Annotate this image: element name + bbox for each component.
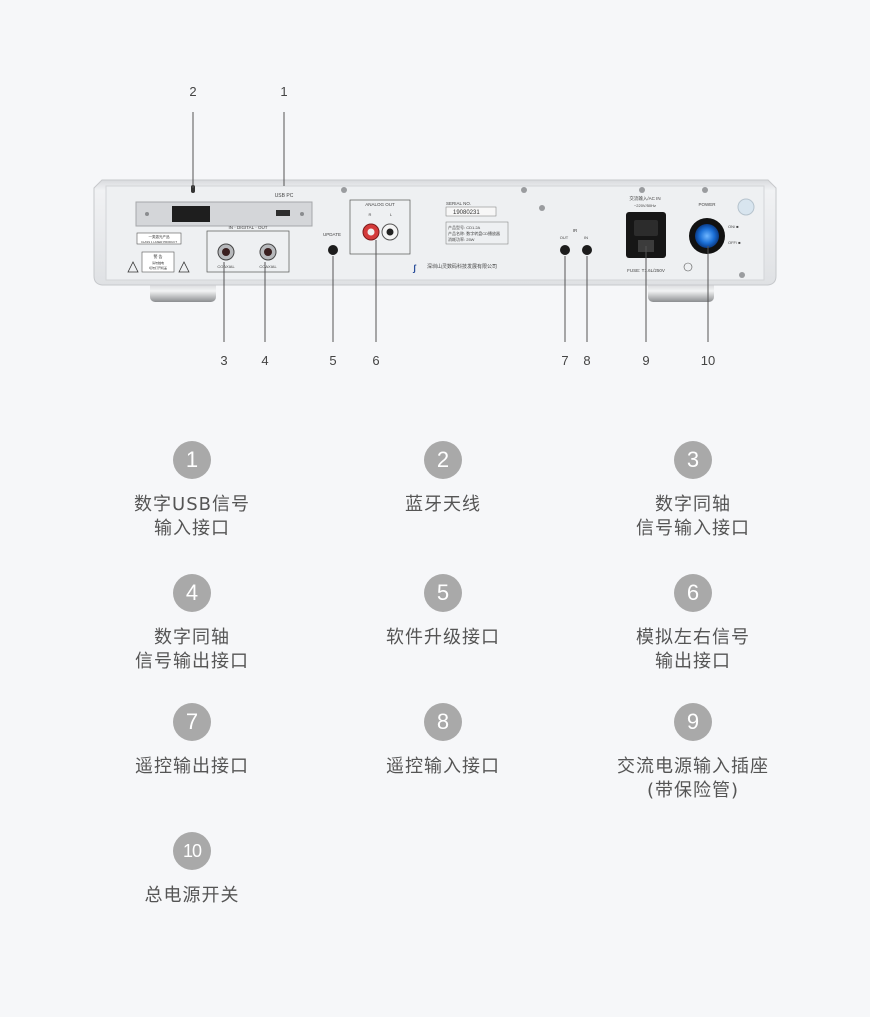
- svg-text:OUT: OUT: [560, 235, 569, 240]
- analog-out-box: [349, 199, 411, 255]
- svg-text:COAXIAL: COAXIAL: [217, 264, 235, 269]
- rear-panel-illustration: USB PC 一类激光产品 CLASS 1 LASER PRODUCT 警 告 …: [0, 0, 870, 400]
- svg-text:ANALOG OUT: ANALOG OUT: [365, 202, 395, 207]
- legend-label: 交流电源输入插座 (带保险管): [617, 756, 769, 801]
- svg-text:POWER: POWER: [698, 202, 716, 207]
- svg-text:请勿触电: 请勿触电: [152, 260, 164, 265]
- legend-label: 模拟左右信号 输出接口: [636, 627, 750, 672]
- svg-text:IN: IN: [584, 235, 588, 240]
- callout-5: 5: [329, 353, 336, 368]
- number-badge: 10: [173, 832, 211, 870]
- number-badge: 7: [173, 703, 211, 741]
- legend-item-10: 10 总电源开关: [67, 832, 317, 908]
- legend-item-6: 6 模拟左右信号 输出接口: [568, 574, 818, 674]
- svg-text:SERIAL NO.: SERIAL NO.: [446, 201, 471, 206]
- svg-text:IN · DIGITAL · OUT: IN · DIGITAL · OUT: [229, 225, 268, 230]
- callout-8: 8: [583, 353, 590, 368]
- number-badge: 1: [173, 441, 211, 479]
- number-badge: 2: [424, 441, 462, 479]
- svg-text:切勿打开机盖: 切勿打开机盖: [149, 265, 167, 270]
- warning-triangle-icon-left: [127, 261, 139, 273]
- legend-label: 软件升级接口: [386, 627, 500, 648]
- digital-io-box: [206, 230, 290, 273]
- warning-triangle-icon-right: [178, 261, 190, 273]
- certification-mark-icon: [683, 262, 693, 272]
- callout-4: 4: [261, 353, 268, 368]
- ir-in-jack: [582, 245, 592, 255]
- number-badge: 9: [674, 703, 712, 741]
- legend-label: 数字同轴 信号输入接口: [636, 494, 750, 539]
- callout-2: 2: [189, 84, 196, 99]
- legend-label: 遥控输出接口: [135, 756, 249, 777]
- ir-out-jack: [560, 245, 570, 255]
- number-badge: 8: [424, 703, 462, 741]
- callout-7: 7: [561, 353, 568, 368]
- company-logo: ʃ: [412, 263, 417, 273]
- svg-text:消耗功率: 25W: 消耗功率: 25W: [448, 236, 475, 242]
- svg-text:OFF/ ■: OFF/ ■: [728, 240, 741, 245]
- legend-item-4: 4 数字同轴 信号输出接口: [67, 574, 317, 674]
- svg-text:UPDATE: UPDATE: [323, 232, 341, 237]
- usb-pc-label: USB PC: [275, 193, 294, 199]
- callout-1: 1: [280, 84, 287, 99]
- usb-port: [276, 210, 290, 216]
- svg-text:~220V/50Hz: ~220V/50Hz: [634, 203, 656, 208]
- svg-text:产品型号: CD1.2A: 产品型号: CD1.2A: [448, 224, 481, 230]
- legend-item-8: 8 遥控输入接口: [318, 703, 568, 779]
- callout-10: 10: [701, 353, 715, 368]
- svg-text:警 告: 警 告: [153, 253, 162, 259]
- legend-item-7: 7 遥控输出接口: [67, 703, 317, 779]
- svg-text:19080231: 19080231: [453, 210, 480, 216]
- svg-text:ON/ ■: ON/ ■: [728, 224, 739, 229]
- number-badge: 6: [674, 574, 712, 612]
- callout-6: 6: [372, 353, 379, 368]
- legend-item-1: 1 数字USB信号 输入接口: [67, 441, 317, 541]
- svg-text:L: L: [390, 212, 393, 217]
- emblem-icon: [737, 198, 755, 216]
- callout-3: 3: [220, 353, 227, 368]
- svg-text:COAXIAL: COAXIAL: [259, 264, 277, 269]
- legend-label: 总电源开关: [144, 885, 240, 906]
- svg-text:深圳山灵数码科技发展有限公司: 深圳山灵数码科技发展有限公司: [427, 263, 497, 270]
- legend-label: 遥控输入接口: [386, 756, 500, 777]
- legend-label: 蓝牙天线: [405, 494, 481, 515]
- svg-text:CLASS 1 LASER PRODUCT: CLASS 1 LASER PRODUCT: [141, 240, 177, 244]
- number-badge: 3: [674, 441, 712, 479]
- callout-9: 9: [642, 353, 649, 368]
- legend-label: 数字同轴 信号输出接口: [135, 627, 249, 672]
- legend-item-3: 3 数字同轴 信号输入接口: [568, 441, 818, 541]
- legend-item-5: 5 软件升级接口: [318, 574, 568, 650]
- update-port: [328, 245, 338, 255]
- number-badge: 4: [173, 574, 211, 612]
- number-badge: 5: [424, 574, 462, 612]
- svg-text:产品名称: 数字转盘CD播放器: 产品名称: 数字转盘CD播放器: [448, 230, 500, 236]
- svg-text:IR: IR: [573, 228, 578, 233]
- svg-text:R: R: [369, 212, 372, 217]
- bluetooth-antenna-icon: [191, 185, 195, 193]
- svg-text:交流输入/AC IN: 交流输入/AC IN: [629, 195, 660, 202]
- legend-label: 数字USB信号 输入接口: [134, 494, 250, 539]
- svg-text:一类激光产品: 一类激光产品: [149, 234, 170, 239]
- legend-item-9: 9 交流电源输入插座 (带保险管): [568, 703, 818, 803]
- legend-item-2: 2 蓝牙天线: [318, 441, 568, 517]
